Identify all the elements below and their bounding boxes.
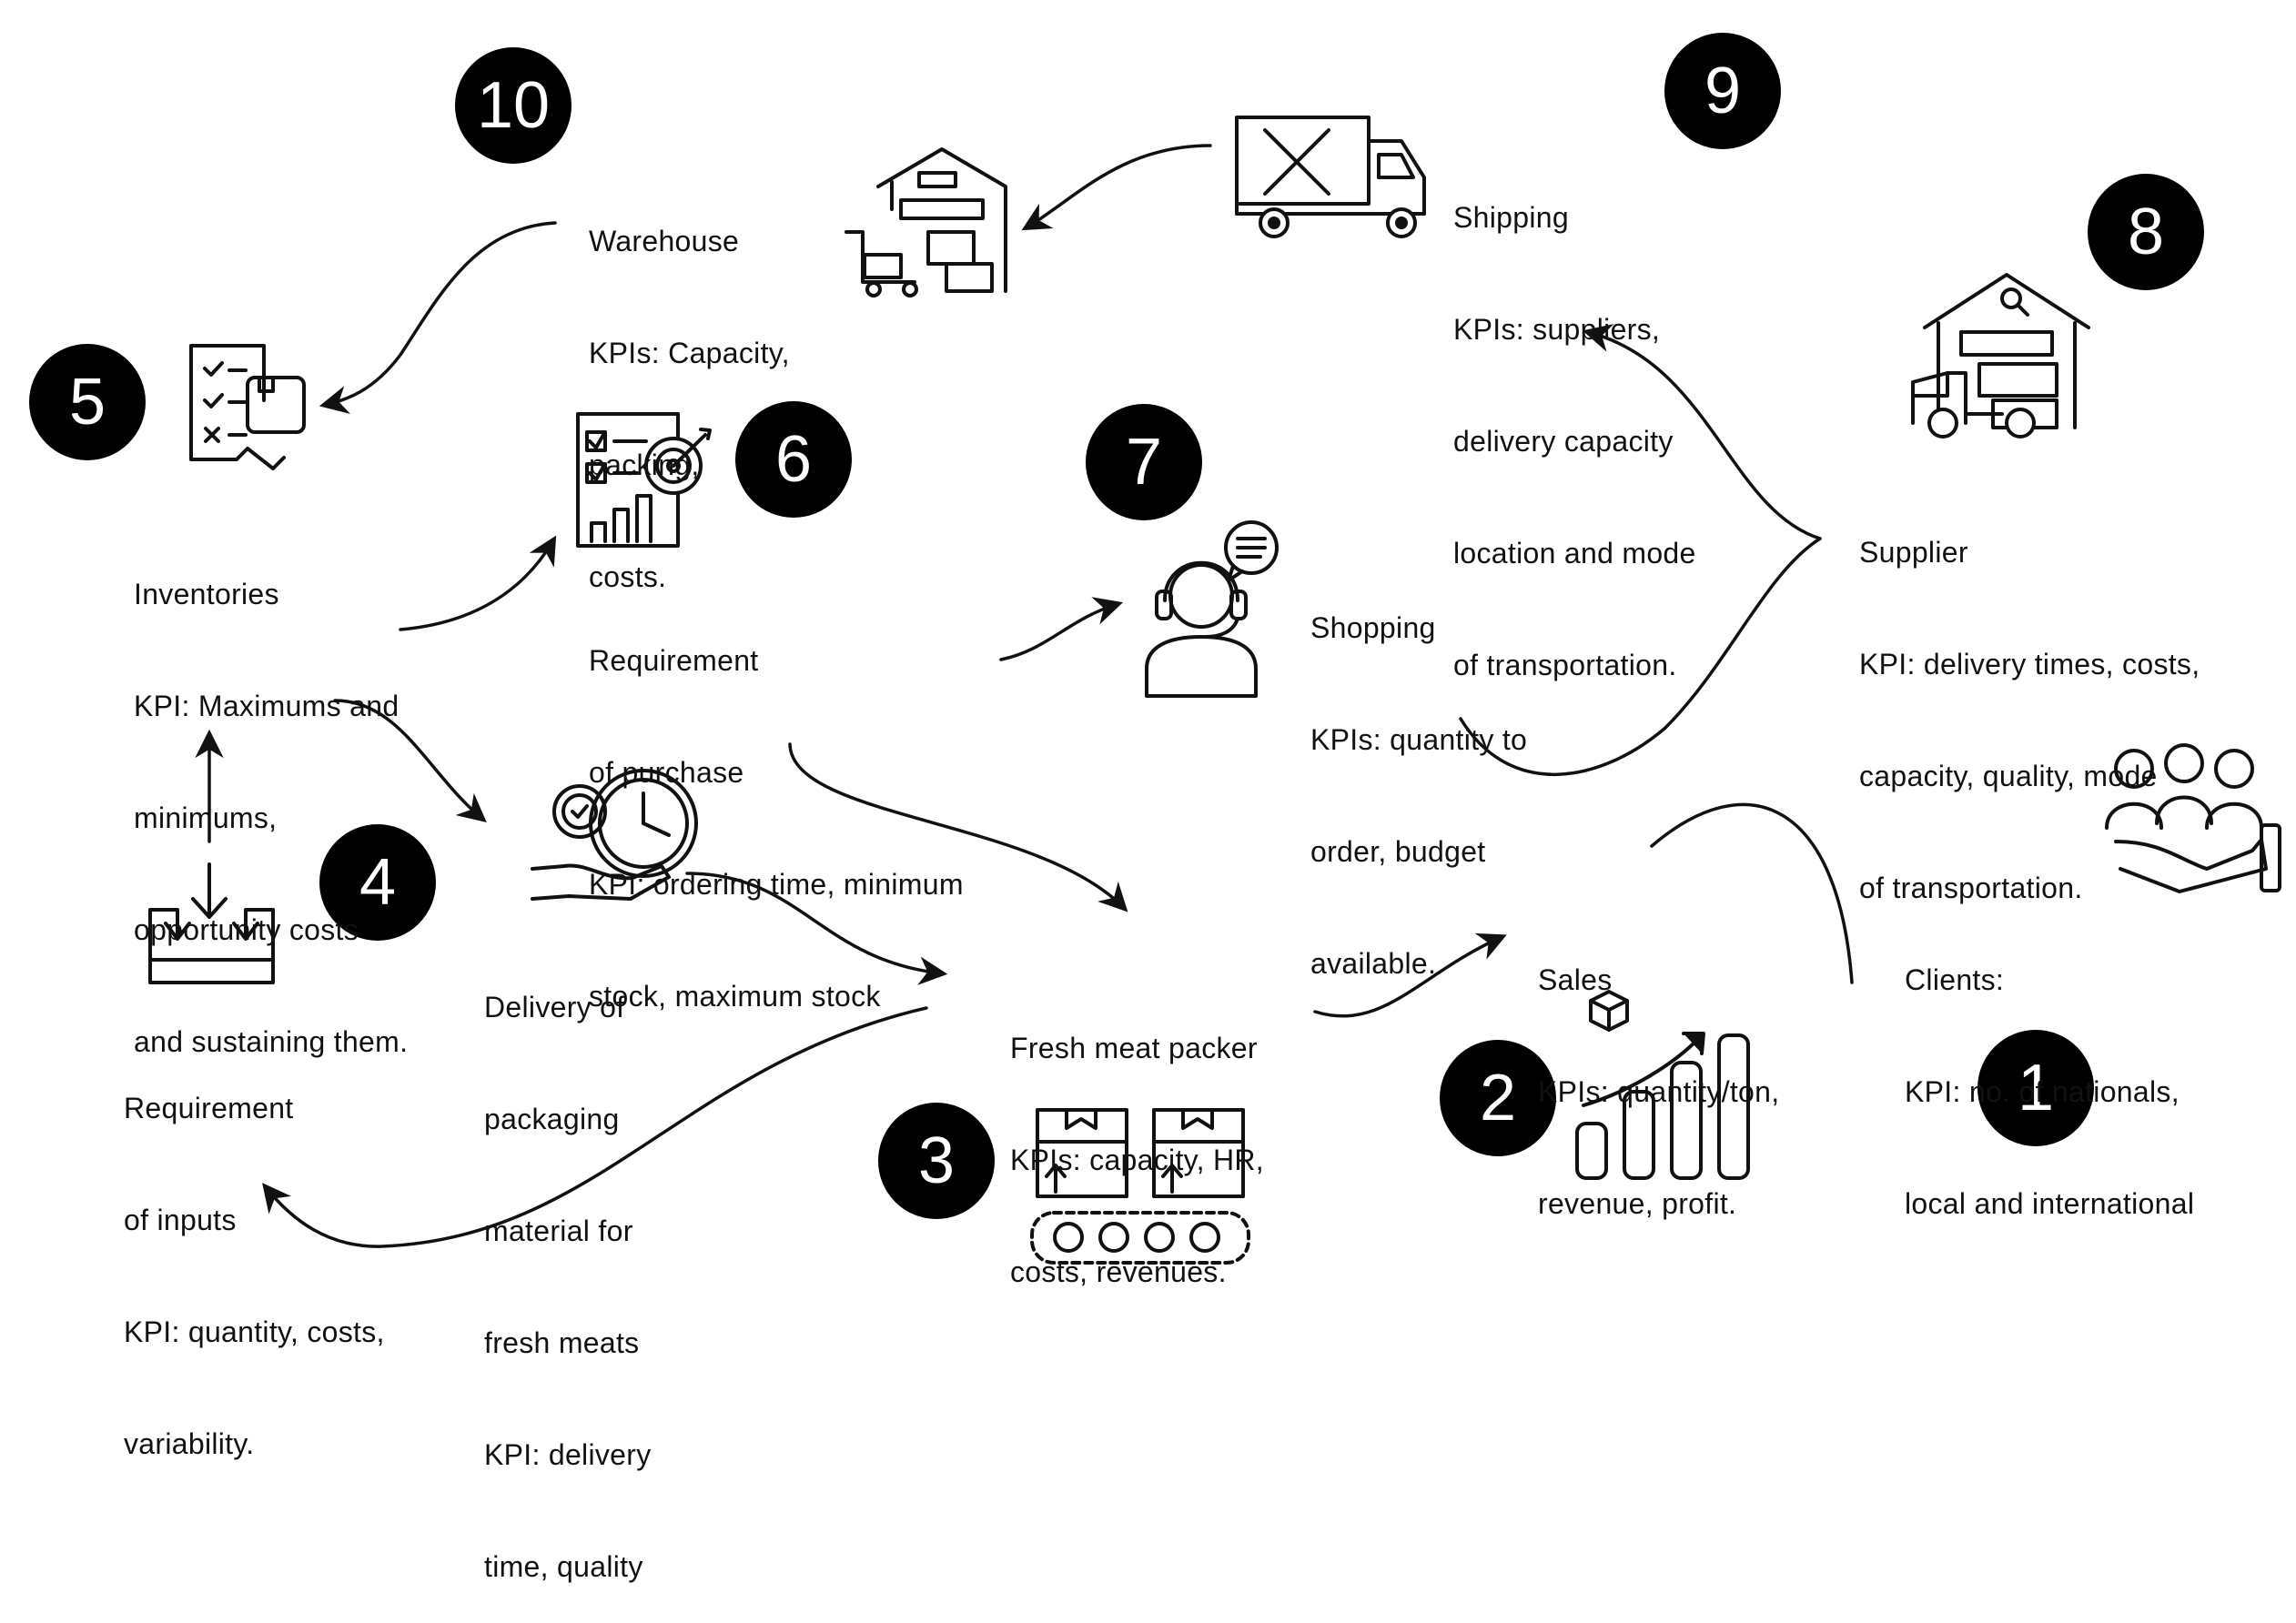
inventories-kpi-line-2: minimums, [134, 801, 278, 834]
clients-icon [2105, 743, 2281, 893]
warehouse-kpi-line-1: KPIs: Capacity, [589, 337, 790, 369]
step-badge-8: 8 [2088, 174, 2204, 290]
sales-kpi-line-1: KPIs: quantity/ton, [1538, 1075, 1780, 1108]
delivery-kpi-line-2: time, quality [484, 1550, 643, 1583]
arrow-purchase-to-packer [788, 742, 1128, 912]
inventories-kpi-line-1: KPI: Maximums and [134, 690, 400, 722]
inventories-kpi-line-3: opportunity costs [134, 913, 359, 946]
arrow-inventories-to-delivery [333, 699, 487, 823]
shipping-label: Shipping KPIs: suppliers, delivery capac… [1453, 125, 1696, 721]
sales-kpi-line-2: revenue, profit. [1538, 1187, 1737, 1220]
delivery-line-3: material for [484, 1215, 633, 1247]
supplier-kpi-line-2: capacity, quality, mode [1859, 760, 2158, 792]
supplier-label: Supplier KPI: delivery times, costs, cap… [1859, 459, 2200, 944]
shipping-title: Shipping [1453, 201, 1569, 234]
supplier-title: Supplier [1859, 536, 1968, 569]
clients-kpi-line-1: KPI: no. of nationals, [1905, 1075, 2180, 1108]
warehouse-kpi-line-2: packing, [589, 449, 700, 481]
warehouse-kpi-line-3: costs. [589, 560, 667, 593]
inputs-title-1: Requirement [124, 1092, 294, 1124]
shopping-kpi-line-1: KPIs: quantity to [1310, 723, 1528, 756]
supplier-kpi-line-3: of transportation. [1859, 872, 2083, 904]
supplier-warehouse-truck-icon [1911, 273, 2090, 439]
purchase-kpi-line-2: stock, maximum stock [589, 980, 881, 1013]
shipping-truck-icon [1235, 116, 1426, 238]
supply-chain-diagram [148, 116, 2281, 1265]
step-badge-4: 4 [319, 824, 436, 941]
step-badge-9: 9 [1664, 33, 1781, 149]
inventories-kpi-line-4: and sustaining them. [134, 1025, 409, 1058]
shipping-kpi-line-2: delivery capacity [1453, 425, 1674, 458]
shopping-kpi-line-3: available. [1310, 947, 1437, 980]
inputs-kpi-line-1: KPI: quantity, costs, [124, 1316, 385, 1348]
packer-kpi-line-1: KPIs: capacity, HR, [1010, 1144, 1264, 1176]
warehouse-label: Warehouse KPIs: Capacity, packing, costs… [589, 148, 790, 633]
arrow-warehouse-to-inventories [319, 221, 557, 415]
clients-label: Clients: KPI: no. of nationals, local an… [1905, 887, 2194, 1260]
purchase-kpi-line-1: KPI: ordering time, minimum [589, 868, 964, 901]
purchase-label: Requirement of purchase KPI: ordering ti… [589, 568, 964, 1053]
shipping-kpi-line-3: location and mode [1453, 537, 1696, 570]
inventories-title: Inventories [134, 578, 279, 610]
shipping-kpi-line-4: of transportation. [1453, 649, 1677, 681]
inputs-tray-icon [148, 862, 275, 984]
delivery-gear-clock-icon [531, 769, 698, 901]
shopping-agent-icon [1145, 520, 1279, 698]
step-badge-10: 10 [455, 47, 571, 164]
delivery-line-1: Delivery of [484, 991, 625, 1023]
arrow-packer-to-inputs [262, 1006, 928, 1248]
supplier-kpi-line-1: KPI: delivery times, costs, [1859, 648, 2200, 680]
inputs-label: Requirement of inputs KPI: quantity, cos… [124, 1015, 385, 1500]
delivery-line-4: fresh meats [484, 1326, 640, 1359]
arrow-delivery-to-packer [685, 872, 948, 985]
step-badge-5: 5 [29, 344, 146, 460]
inputs-kpi-line-2: variability. [124, 1427, 255, 1460]
sales-label: Sales KPIs: quantity/ton, revenue, profi… [1538, 887, 1779, 1260]
inventories-label: Inventories KPI: Maximums and minimums, … [134, 501, 408, 1098]
step-badge-6: 6 [735, 401, 852, 518]
inventory-checklist-icon [189, 344, 306, 470]
flow-arrows [195, 144, 1854, 1248]
shopping-kpi-line-2: order, budget [1310, 835, 1486, 868]
packer-label: Fresh meat packer KPIs: capacity, HR, co… [1010, 955, 1264, 1328]
step-badge-2: 2 [1440, 1040, 1556, 1156]
arrow-purchase-to-shopping [999, 597, 1124, 661]
sales-growth-icon [1575, 990, 1750, 1180]
shipping-kpi-line-1: KPIs: suppliers, [1453, 313, 1661, 346]
step-badge-7: 7 [1086, 404, 1202, 520]
arrow-shopping-to-supplier [1459, 537, 1822, 776]
arrow-supplier-to-shipping [1582, 324, 1822, 540]
inputs-title-2: of inputs [124, 1204, 237, 1236]
arrow-shipping-to-warehouse [1021, 144, 1212, 231]
shopping-title: Shopping [1310, 611, 1436, 644]
arrow-inventories-to-purchase [399, 535, 557, 631]
purchase-title-2: of purchase [589, 756, 744, 789]
clients-kpi-line-2: local and international [1905, 1187, 2195, 1220]
clients-title: Clients: [1905, 963, 2005, 996]
warehouse-forklift-icon [845, 147, 1007, 297]
delivery-line-2: packaging [484, 1103, 620, 1135]
purchase-target-icon [576, 412, 712, 548]
purchase-title-1: Requirement [589, 644, 759, 677]
arrow-packer-to-sales [1313, 932, 1507, 1018]
packer-kpi-line-2: costs, revenues. [1010, 1255, 1227, 1288]
warehouse-title: Warehouse [589, 225, 740, 257]
packer-title: Fresh meat packer [1010, 1032, 1258, 1064]
arrow-clients-to-sales [1650, 802, 1854, 984]
delivery-kpi-line-1: KPI: delivery [484, 1438, 652, 1471]
step-badge-3: 3 [878, 1103, 995, 1219]
conveyor-boxes-icon [1030, 1108, 1250, 1265]
shopping-label: Shopping KPIs: quantity to order, budget… [1310, 535, 1527, 1020]
sales-title: Sales [1538, 963, 1613, 996]
step-badge-1: 1 [1977, 1030, 2094, 1146]
